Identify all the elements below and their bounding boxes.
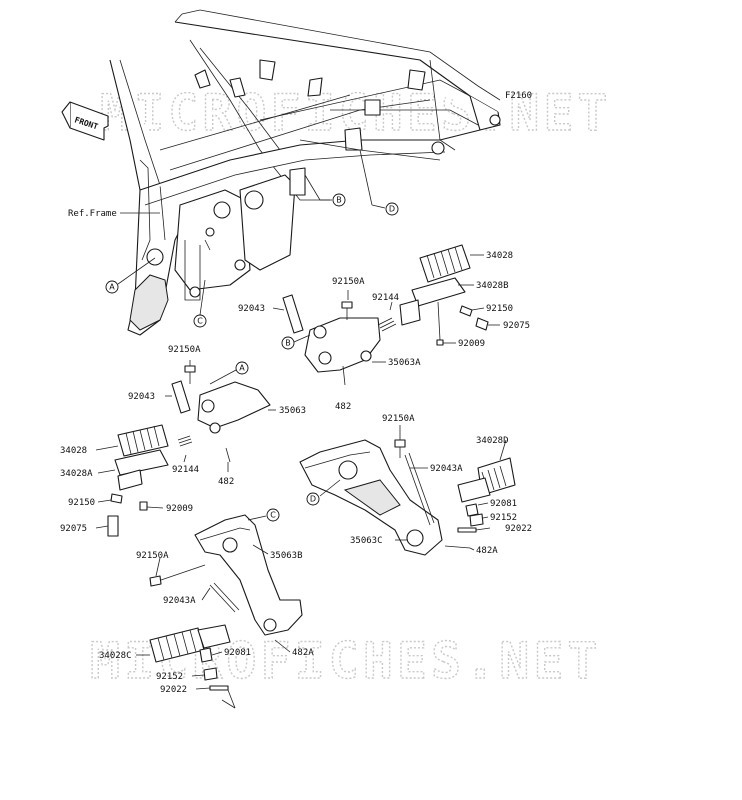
front-arrow-icon: FRONT: [61, 101, 109, 141]
label-92043-right: 92043: [238, 304, 265, 314]
label-92152-rear-left: 92152: [156, 672, 183, 682]
svg-text:D: D: [389, 205, 395, 214]
label-92150a-rear-left: 92150A: [136, 551, 169, 561]
footpeg-rubber-34028-left: [117, 424, 169, 457]
label-34028-right: 34028: [486, 251, 513, 261]
label-92009-right: 92009: [458, 339, 485, 349]
label-92081-rear-left: 92081: [224, 648, 251, 658]
left-rear-footpeg-group: C: [136, 508, 303, 709]
frame: [109, 9, 501, 336]
ref-circle-b-frame: B: [304, 174, 346, 207]
svg-text:A: A: [239, 364, 245, 373]
ref-circle-d-right: D: [306, 479, 341, 506]
label-482a-rear-left: 482A: [292, 648, 314, 658]
label-92150a-rear-right: 92150A: [382, 414, 415, 424]
footpeg-rubber-34028c: [149, 624, 231, 663]
label-92081-rear-right: 92081: [490, 499, 517, 509]
label-482a-rear-right: 482A: [476, 546, 498, 556]
right-rear-footpeg-group: D: [299, 425, 516, 556]
label-92043a-rear-right: 92043A: [430, 464, 463, 474]
ref-circle-c-frame: C: [193, 279, 207, 328]
label-34028d: 34028D: [476, 436, 509, 446]
label-92075-left: 92075: [60, 524, 87, 534]
label-92009-left: 92009: [166, 504, 193, 514]
right-front-footpeg-group: B: [272, 244, 500, 386]
label-92075-right: 92075: [503, 321, 530, 331]
svg-text:C: C: [270, 511, 276, 520]
ref-circle-d-frame: D: [359, 149, 399, 216]
label-34028b: 34028B: [476, 281, 509, 291]
label-92022-rear-left: 92022: [160, 685, 187, 695]
label-35063b: 35063B: [270, 551, 303, 561]
label-34028a: 34028A: [60, 469, 93, 479]
svg-text:B: B: [285, 339, 291, 348]
diagram-code: F2160: [505, 91, 532, 101]
ref-frame-label: Ref.Frame: [68, 209, 117, 219]
label-92152-rear-right: 92152: [490, 513, 517, 523]
label-35063: 35063: [279, 406, 306, 416]
footpeg-rubber-34028-right: [419, 244, 471, 283]
footpeg-rubber-34028d: [457, 457, 516, 503]
label-482-right: 482: [335, 402, 351, 412]
label-92150a-left: 92150A: [168, 345, 201, 355]
ref-circle-c-left: C: [247, 508, 280, 522]
label-92043-left: 92043: [128, 392, 155, 402]
ref-circle-b-right: B: [281, 334, 311, 350]
ref-circle-a-frame: A: [105, 257, 156, 294]
svg-text:B: B: [336, 196, 342, 205]
label-92150-right: 92150: [486, 304, 513, 314]
label-34028c: 34028C: [99, 651, 132, 661]
ref-circle-a-left: A: [209, 361, 249, 385]
label-482-left: 482: [218, 477, 234, 487]
svg-text:D: D: [310, 495, 316, 504]
left-front-footpeg-group: A: [95, 360, 276, 537]
label-92144-right: 92144: [372, 293, 399, 303]
label-35063c: 35063C: [350, 536, 383, 546]
svg-text:C: C: [197, 317, 203, 326]
label-35063a: 35063A: [388, 358, 421, 368]
label-92022-rear-right: 92022: [505, 524, 532, 534]
label-34028-left: 34028: [60, 446, 87, 456]
svg-text:A: A: [109, 283, 115, 292]
label-92043a-rear-left: 92043A: [163, 596, 196, 606]
label-92144-left: 92144: [172, 465, 199, 475]
label-92150-left: 92150: [68, 498, 95, 508]
label-92150a-right: 92150A: [332, 277, 365, 287]
